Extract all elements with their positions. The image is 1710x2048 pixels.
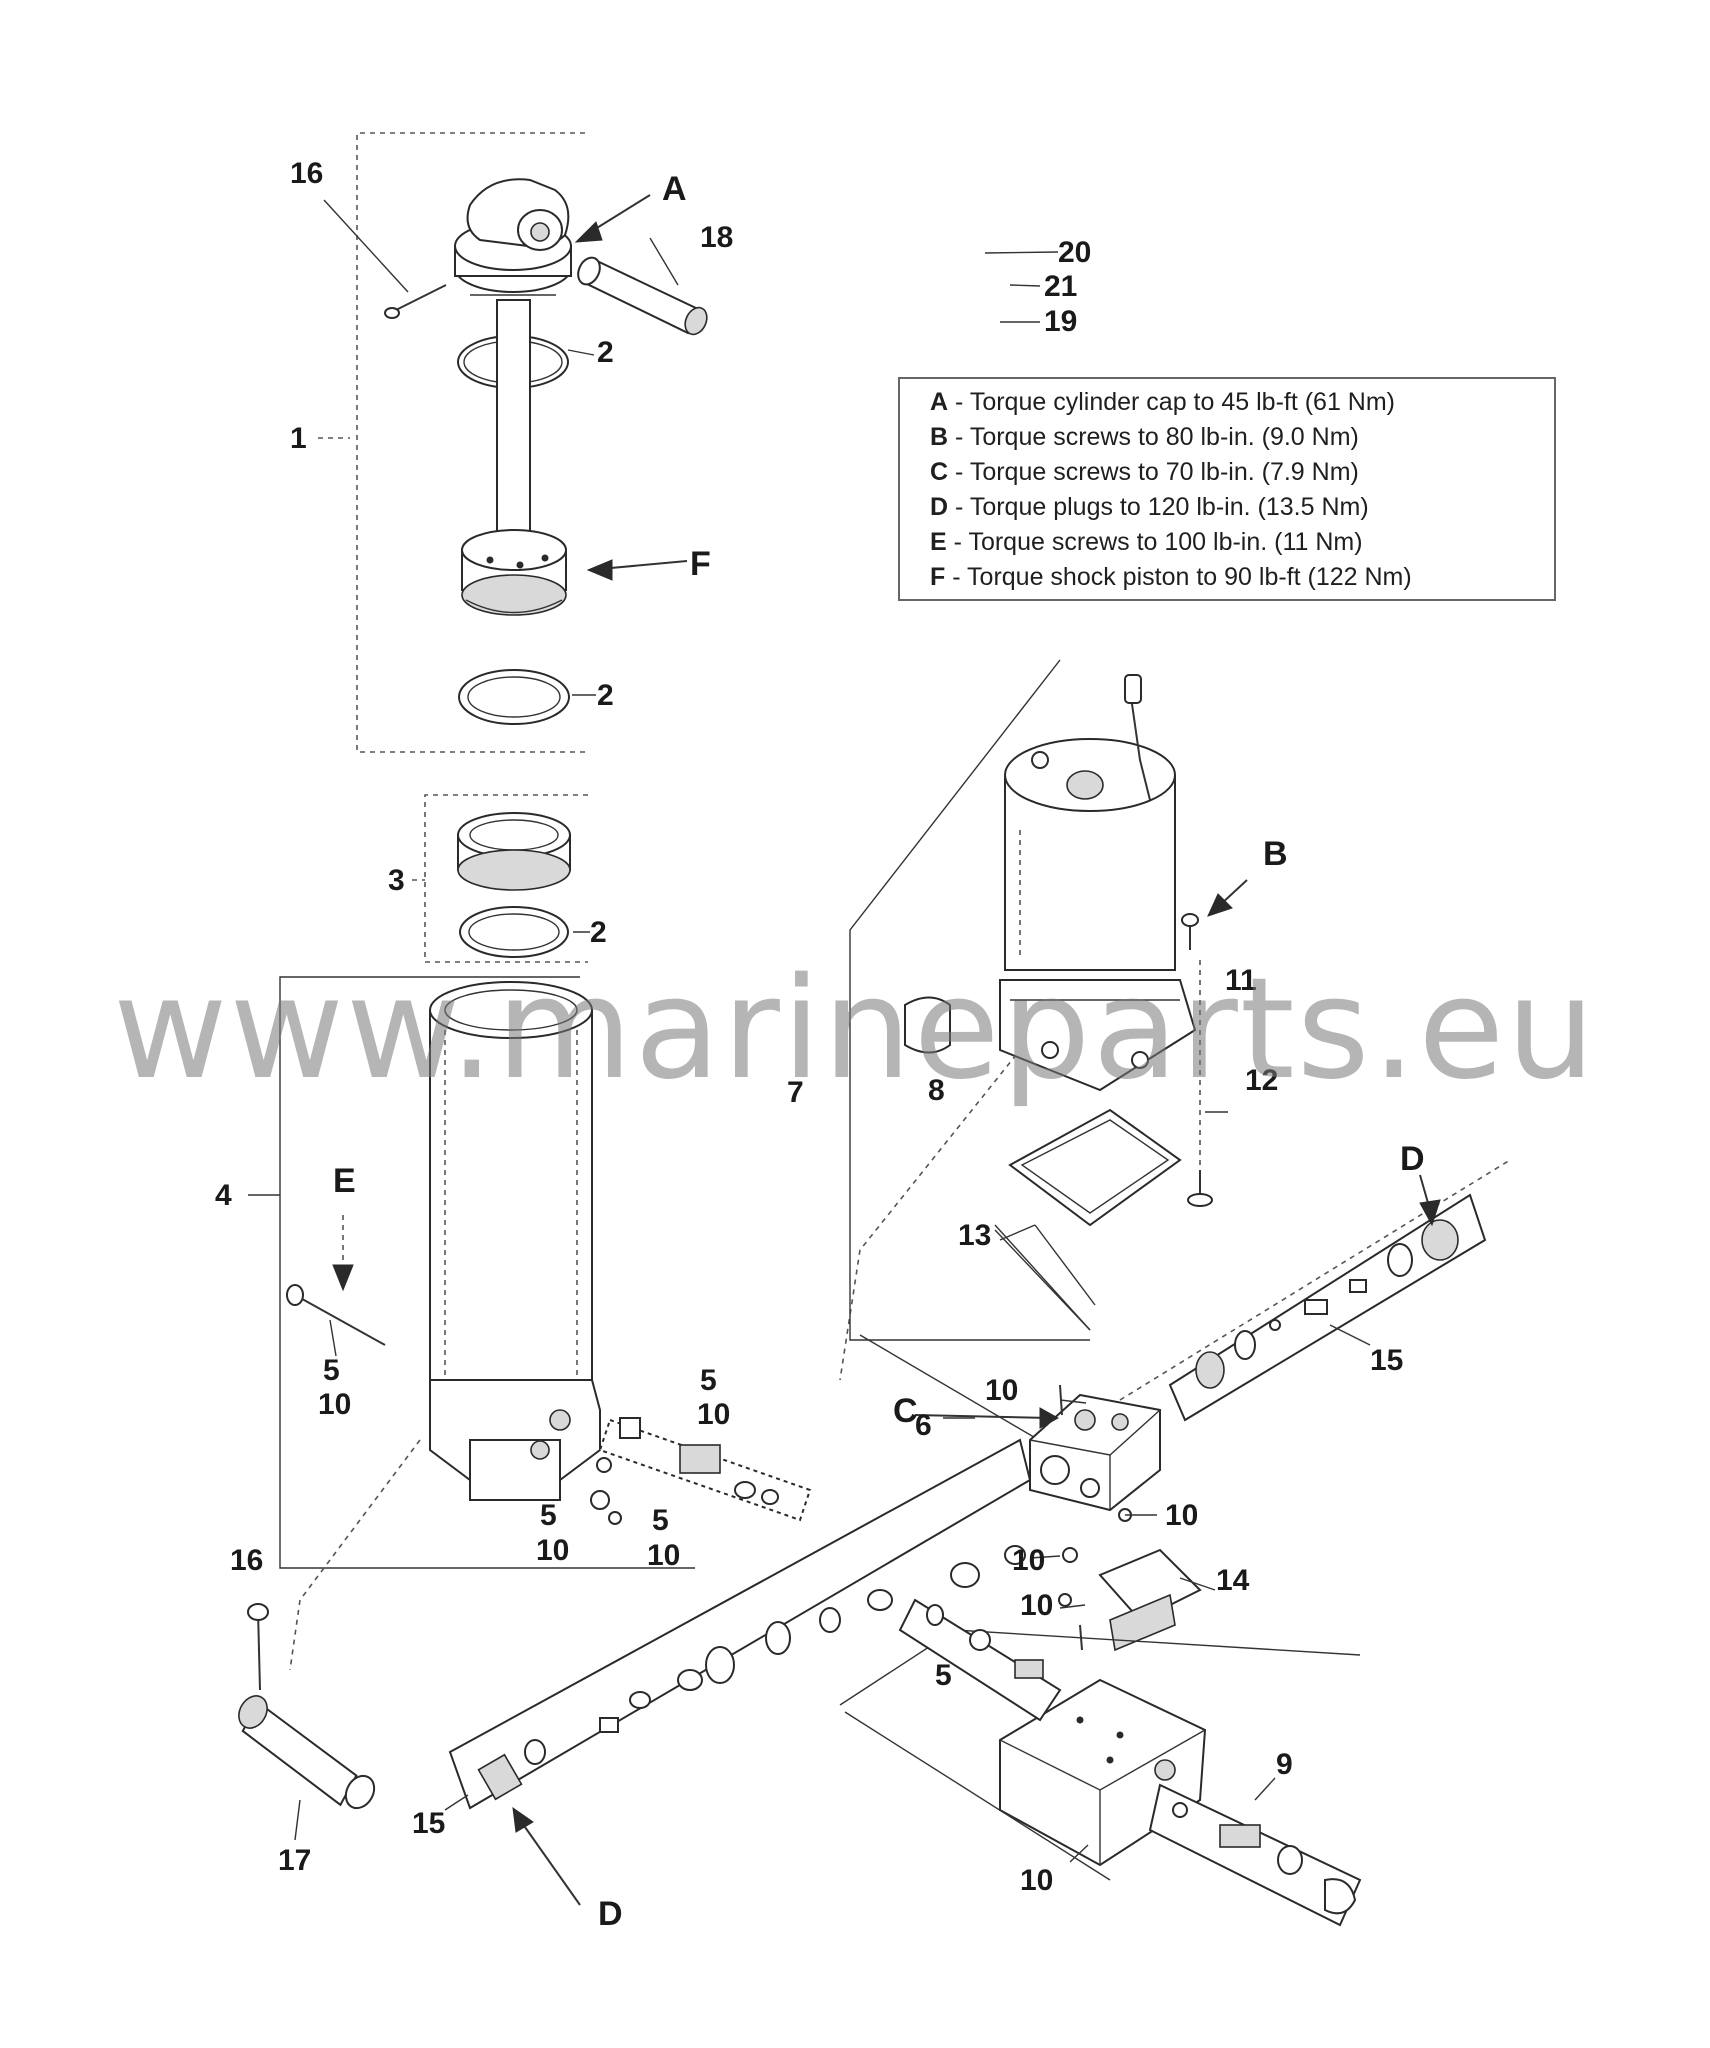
part-label-19: 19 xyxy=(1044,305,1077,338)
plate-14 xyxy=(1062,1547,1202,1652)
assembly-1-bracket xyxy=(356,132,585,753)
assembly-3-bracket xyxy=(424,794,588,963)
part-label-21: 21 xyxy=(1044,270,1077,303)
part-label-5: 5 xyxy=(652,1504,669,1537)
part-label-15: 15 xyxy=(1370,1344,1403,1377)
screw-5-e xyxy=(286,1284,386,1346)
callout-c: C xyxy=(893,1392,918,1430)
part-number-labels: 16 18 2 1 2 3 2 20 21 19 4 5 10 5 10 5 1… xyxy=(215,157,1403,1897)
shock-rod xyxy=(496,299,531,559)
torque-spec-b: B - Torque screws to 80 lb-in. (9.0 Nm) xyxy=(930,423,1359,451)
torque-spec-f: F - Torque shock piston to 90 lb-ft (122… xyxy=(930,563,1412,591)
callout-f: F xyxy=(690,545,711,583)
part-label-10: 10 xyxy=(318,1388,351,1421)
lower-manifold xyxy=(839,1598,1362,1927)
callout-d-upper: D xyxy=(1400,1140,1425,1178)
part-label-10: 10 xyxy=(1012,1544,1045,1577)
part-label-5: 5 xyxy=(700,1364,717,1397)
part-label-4: 4 xyxy=(215,1179,232,1212)
part-label-2: 2 xyxy=(597,679,614,712)
part-label-16: 16 xyxy=(290,157,323,190)
pump-motor xyxy=(999,674,1197,1092)
o-ring-2-middle xyxy=(458,669,570,725)
leader-lines xyxy=(248,199,1371,1863)
shock-piston xyxy=(461,529,567,616)
gasket-13 xyxy=(994,1108,1182,1331)
torque-spec-legend: A - Torque cylinder cap to 45 lb-ft (61 … xyxy=(898,377,1556,601)
part-label-2: 2 xyxy=(590,916,607,949)
part-label-12: 12 xyxy=(1245,1064,1278,1097)
part-label-3: 3 xyxy=(388,864,405,897)
part-label-10: 10 xyxy=(697,1398,730,1431)
part-label-1: 1 xyxy=(290,422,307,455)
watermark-text: www.marineparts.eu xyxy=(112,948,1598,1111)
part-label-15: 15 xyxy=(412,1807,445,1840)
torque-callout-letters: A B C D D E F xyxy=(333,170,1425,1933)
part-label-5: 5 xyxy=(540,1499,557,1532)
part-label-14: 14 xyxy=(1216,1564,1250,1597)
torque-spec-a: A - Torque cylinder cap to 45 lb-ft (61 … xyxy=(930,388,1396,416)
part-label-2: 2 xyxy=(597,336,614,369)
part-label-16: 16 xyxy=(230,1544,263,1577)
callout-a: A xyxy=(662,170,687,208)
part-8-filter xyxy=(904,996,951,1054)
part-label-5: 5 xyxy=(323,1354,340,1387)
part-label-10: 10 xyxy=(985,1374,1018,1407)
screw-16-top xyxy=(384,284,447,319)
part-label-10: 10 xyxy=(1020,1864,1053,1897)
part-label-5: 5 xyxy=(935,1659,952,1692)
torque-spec-c: C - Torque screws to 70 lb-in. (7.9 Nm) xyxy=(930,458,1359,486)
valve-strip-15-upper xyxy=(1119,1159,1511,1422)
callout-d-lower: D xyxy=(598,1895,623,1933)
part-label-6: 6 xyxy=(915,1409,932,1442)
screws-11-12 xyxy=(1181,913,1213,1207)
assembly-4-bracket xyxy=(279,976,695,1569)
pin-17 xyxy=(238,1695,376,1810)
trim-cylinder-body xyxy=(429,981,601,1501)
part-label-10: 10 xyxy=(647,1539,680,1572)
callout-e: E xyxy=(333,1162,356,1200)
torque-spec-e: E - Torque screws to 100 lb-in. (11 Nm) xyxy=(930,528,1363,556)
torque-arrows xyxy=(332,194,1441,1906)
part-label-9: 9 xyxy=(1276,1748,1293,1781)
part-label-8: 8 xyxy=(928,1074,945,1107)
torque-spec-d: D - Torque plugs to 120 lb-in. (13.5 Nm) xyxy=(930,493,1369,521)
part-label-7: 7 xyxy=(787,1076,804,1109)
valve-parts-cylinder xyxy=(590,1417,812,1525)
valve-strip-15-lower xyxy=(448,1438,1072,1810)
part-label-13: 13 xyxy=(958,1219,991,1252)
pin-18 xyxy=(577,256,708,336)
part-label-11: 11 xyxy=(1225,964,1257,997)
assembly-7-bracket xyxy=(849,659,1090,1341)
callout-b: B xyxy=(1263,835,1288,873)
cylinder-cap xyxy=(454,178,572,296)
part-label-10: 10 xyxy=(1165,1499,1198,1532)
manifold-block xyxy=(1029,1384,1161,1522)
screw-16-lower xyxy=(247,1603,269,1691)
part-label-10: 10 xyxy=(1020,1589,1053,1622)
part-label-18: 18 xyxy=(700,221,733,254)
part-label-20: 20 xyxy=(1058,236,1091,269)
part-label-10: 10 xyxy=(536,1534,569,1567)
part-label-17: 17 xyxy=(278,1844,311,1877)
